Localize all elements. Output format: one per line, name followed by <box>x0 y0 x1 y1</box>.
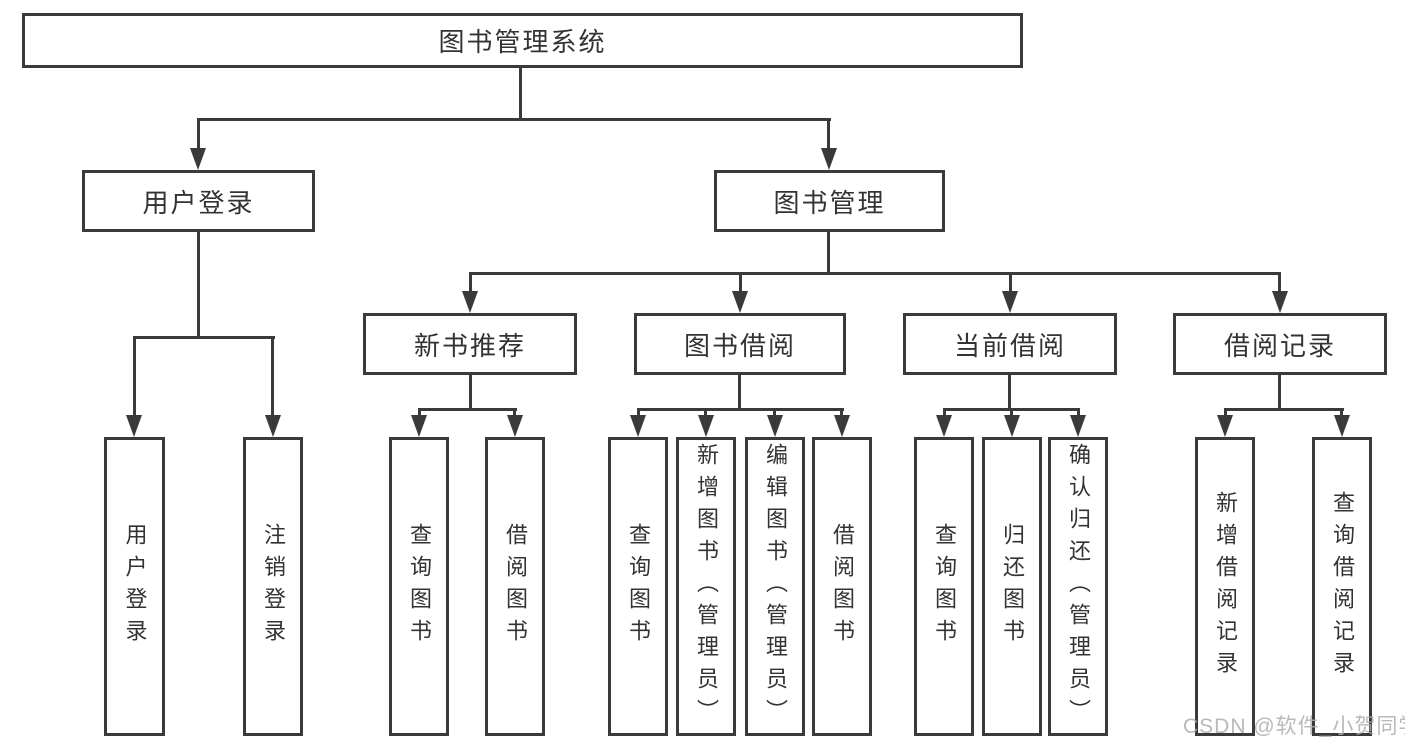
connector-book-mgmt-drop <box>827 232 830 275</box>
leaf-query-books-current: 查询图书 <box>914 437 974 736</box>
connector-stem <box>739 272 742 293</box>
leaf-query-books-recommend: 查询图书 <box>389 437 449 736</box>
arrow-down-icon <box>1002 291 1018 313</box>
leaf-borrow-books-recommend: 借阅图书 <box>485 437 545 736</box>
node-new-book-recommend: 新书推荐 <box>363 313 577 375</box>
arrow-down-icon <box>1004 415 1020 437</box>
connector-stem <box>1009 272 1012 293</box>
leaf-return-books: 归还图书 <box>982 437 1042 736</box>
leaf-add-books-admin: 新增图书（管理员） <box>676 437 736 736</box>
connector-stem <box>637 408 640 418</box>
arrow-down-icon <box>265 415 281 437</box>
arrow-down-icon <box>630 415 646 437</box>
arrow-down-icon <box>698 415 714 437</box>
node-current-borrowing: 当前借阅 <box>903 313 1117 375</box>
node-root: 图书管理系统 <box>22 13 1023 68</box>
connector-stem <box>1077 408 1080 418</box>
connector-stem <box>773 408 776 418</box>
connector-stem <box>469 272 472 293</box>
arrow-down-icon <box>1217 415 1233 437</box>
arrow-down-icon <box>767 415 783 437</box>
leaf-edit-books-admin: 编辑图书（管理员） <box>745 437 805 736</box>
connector-stem <box>197 118 200 150</box>
connector-drop <box>1008 375 1011 411</box>
connector-root-drop <box>519 68 522 121</box>
connector-level2-rail <box>197 118 831 121</box>
arrow-down-icon <box>1334 415 1350 437</box>
connector-stem <box>840 408 843 418</box>
connector-drop <box>1278 375 1281 411</box>
connector-stem <box>133 336 136 418</box>
arrow-down-icon <box>507 415 523 437</box>
arrow-down-icon <box>834 415 850 437</box>
arrow-down-icon <box>126 415 142 437</box>
leaf-borrow-books-borrowing: 借阅图书 <box>812 437 872 736</box>
leaf-confirm-return-admin: 确认归还（管理员） <box>1048 437 1108 736</box>
connector-drop <box>469 375 472 411</box>
arrow-down-icon <box>821 148 837 170</box>
connector-stem <box>1340 408 1343 418</box>
connector-stem <box>827 118 830 150</box>
node-borrowing-records: 借阅记录 <box>1173 313 1387 375</box>
connector-stem <box>1010 408 1013 418</box>
connector-stem <box>704 408 707 418</box>
connector-drop <box>738 375 741 411</box>
leaf-add-borrow-record: 新增借阅记录 <box>1195 437 1255 736</box>
connector-stem <box>943 408 946 418</box>
arrow-down-icon <box>190 148 206 170</box>
connector-stem <box>418 408 421 418</box>
leaf-logout: 注销登录 <box>243 437 303 736</box>
arrow-down-icon <box>1070 415 1086 437</box>
connector-stem <box>1224 408 1227 418</box>
arrow-down-icon <box>411 415 427 437</box>
connector-user-login-rail <box>133 336 275 339</box>
arrow-down-icon <box>1272 291 1288 313</box>
node-book-borrowing: 图书借阅 <box>634 313 846 375</box>
watermark: CSDN @软件_小贺同学 <box>1183 715 1405 738</box>
leaf-query-borrow-record: 查询借阅记录 <box>1312 437 1372 736</box>
connector-rail <box>1224 408 1344 411</box>
arrow-down-icon <box>732 291 748 313</box>
node-book-management: 图书管理 <box>714 170 945 232</box>
connector-stem <box>1278 272 1281 293</box>
connector-rail <box>637 408 844 411</box>
connector-stem <box>513 408 516 418</box>
leaf-query-books-borrowing: 查询图书 <box>608 437 668 736</box>
connector-level3-rail <box>469 272 1281 275</box>
arrow-down-icon <box>936 415 952 437</box>
connector-user-login-drop <box>197 232 200 339</box>
connector-rail <box>418 408 517 411</box>
arrow-down-icon <box>462 291 478 313</box>
connector-stem <box>271 336 274 418</box>
leaf-user-login: 用户登录 <box>104 437 165 736</box>
node-user-login: 用户登录 <box>82 170 315 232</box>
